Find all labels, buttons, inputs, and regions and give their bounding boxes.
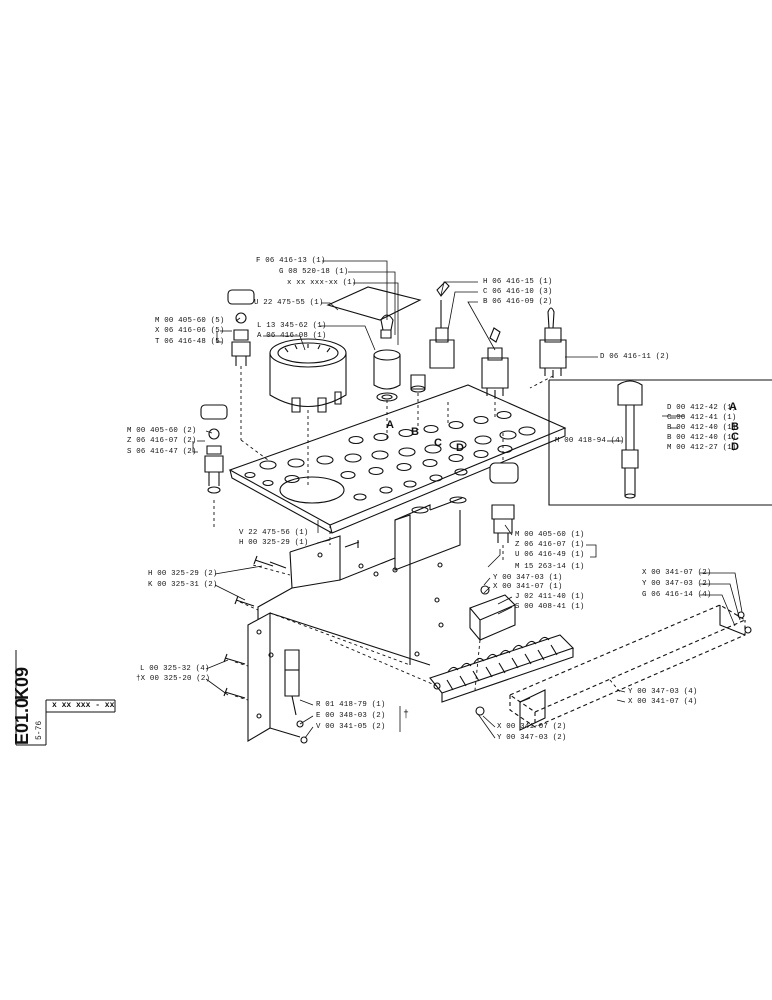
label-U22: U 22 475-55 (1) — [254, 299, 324, 307]
panel-holes — [245, 412, 535, 501]
relay — [470, 586, 515, 640]
panel-plate — [230, 385, 565, 533]
label-T-top-left: T 06 416-48 (5) — [155, 338, 225, 346]
page-code: E01.0 — [12, 697, 32, 745]
label-x: x xx xxx-xx (1) — [287, 279, 357, 287]
letter-B-inset: B — [731, 421, 739, 433]
letter-D-inset: D — [731, 441, 739, 453]
reference-number: x xx xxx - xx — [52, 701, 115, 710]
label-B06: B 06 416-09 (2) — [483, 298, 553, 306]
label-Z416-right: Z 06 416-07 (1) — [515, 541, 585, 549]
group-code: K09 — [12, 666, 32, 700]
label-X341b: X 00 341-07 (2) — [497, 723, 567, 731]
label-U416-right: U 06 416-49 (1) — [515, 551, 585, 559]
label-L325: L 00 325-32 (4) — [140, 665, 210, 673]
letter-A-panel: A — [386, 419, 394, 431]
label-X325: †X 00 325-20 (2) — [136, 675, 211, 683]
label-K325: K 00 325-31 (2) — [148, 581, 218, 589]
label-X341d: X 00 341-07 (4) — [628, 698, 698, 706]
letter-A-inset: A — [729, 401, 737, 413]
label-R01: R 01 418-79 (1) — [316, 701, 386, 709]
label-C06: C 06 416-10 (3) — [483, 288, 553, 296]
label-L13: L 13 345-62 (1) — [257, 322, 327, 330]
label-B412b: B 00 412-40 (1) — [667, 434, 737, 442]
dagger-mark: † — [403, 710, 410, 721]
label-Y347c: Y 00 347-03 (2) — [642, 580, 712, 588]
leader-lines — [193, 261, 742, 738]
label-X341c: X 00 341-07 (2) — [642, 569, 712, 577]
label-G416: G 06 416-14 (4) — [642, 591, 712, 599]
toggle-switch-2 — [482, 328, 508, 398]
label-M412: M 00 412-27 (1) — [667, 444, 737, 452]
label-M15: M 15 263-14 (1) — [515, 563, 585, 571]
letter-B-panel: B — [411, 426, 419, 438]
key-switch — [328, 287, 420, 401]
letter-C-inset: C — [731, 431, 739, 443]
label-Y347d: Y 00 347-03 (4) — [628, 688, 698, 696]
label-E348: E 00 348-03 (2) — [316, 712, 386, 720]
label-M-top-left: M 00 405-60 (5) — [155, 317, 225, 325]
label-V22: V 22 475-56 (1) — [239, 529, 309, 537]
screws-left — [224, 540, 359, 743]
lamp-holder-inset — [549, 380, 772, 505]
label-H325b: H 00 325-29 (2) — [148, 570, 218, 578]
mounting-bracket — [258, 497, 466, 665]
toggle-switch-3 — [540, 308, 566, 378]
cable-duct — [510, 605, 745, 727]
fuse-box — [430, 635, 573, 715]
label-Y347: Y 00 347-03 (1) — [493, 574, 563, 582]
label-S408: S 00 408-41 (1) — [515, 603, 585, 611]
pilot-light-right — [490, 463, 518, 543]
label-X341: X 00 341-07 (1) — [493, 583, 563, 591]
label-Y347b: Y 00 347-03 (2) — [497, 734, 567, 742]
label-M405-right: M 00 405-60 (1) — [515, 531, 585, 539]
label-S-mid-left: S 06 416-47 (2) — [127, 448, 197, 456]
label-M-mid-left: M 00 405-60 (2) — [127, 427, 197, 435]
label-H325: H 00 325-29 (1) — [239, 539, 309, 547]
title-frame — [16, 650, 115, 745]
label-X-top-left: X 06 416-06 (5) — [155, 327, 225, 335]
gauge-housing — [270, 339, 346, 412]
label-H06: H 06 416-15 (1) — [483, 278, 553, 286]
label-J02: J 02 411-40 (1) — [515, 593, 585, 601]
label-A06: A 06 416-08 (1) — [257, 332, 327, 340]
label-D412: D 00 412-42 (1) — [667, 404, 737, 412]
pilot-light-top-left — [228, 290, 254, 366]
label-Z-mid-left: Z 06 416-07 (2) — [127, 437, 197, 445]
label-M418: M 00 418-94 (4) — [555, 437, 625, 445]
label-C412: C 00 412-41 (1) — [667, 414, 737, 422]
pilot-light-mid-left — [201, 405, 227, 493]
label-F: F 06 416-13 (1) — [256, 257, 326, 265]
label-G: G 08 520-18 (1) — [279, 268, 349, 276]
toggle-switch-1 — [411, 282, 454, 392]
letter-C-panel: C — [434, 437, 442, 449]
back-plate — [248, 613, 430, 741]
label-B412a: B 00 412-40 (1) — [667, 424, 737, 432]
date-code: 5-76 — [35, 720, 44, 740]
label-V341: V 00 341-05 (2) — [316, 723, 386, 731]
duct-clamp — [520, 605, 751, 730]
label-D06: D 06 416-11 (2) — [600, 353, 670, 361]
letter-D-panel: D — [456, 442, 464, 454]
